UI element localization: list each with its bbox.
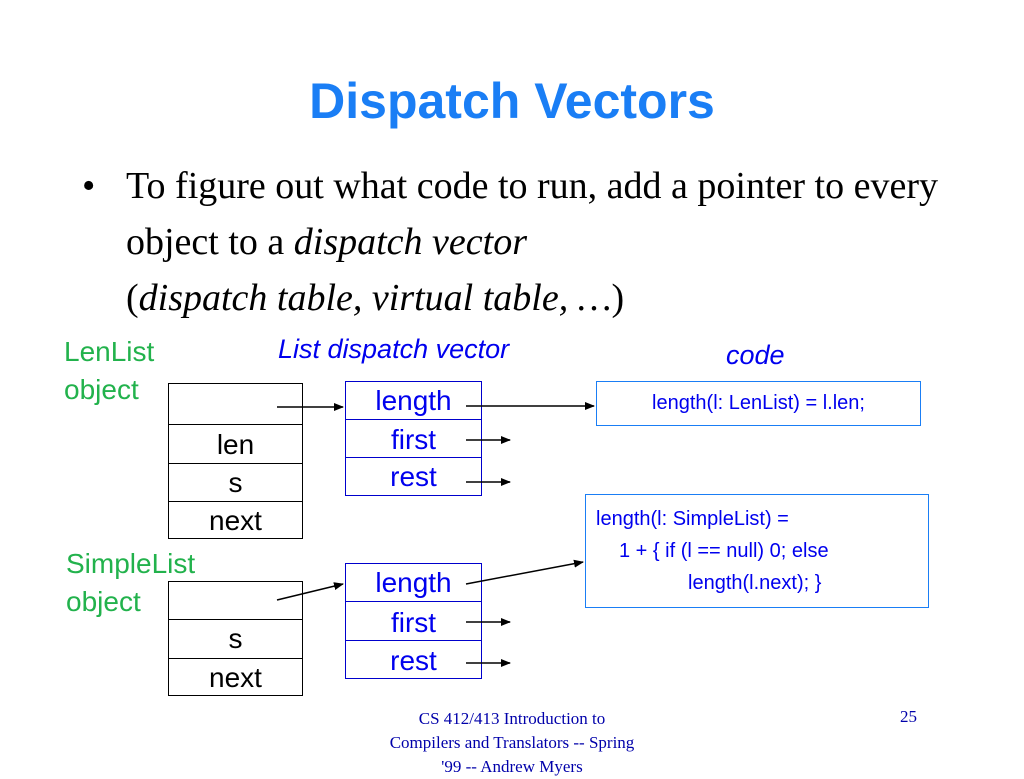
code-simplelist-line3: length(l.next); } (688, 572, 822, 594)
list-vector-entry-length: length (345, 381, 482, 420)
lenlist-field-len: len (168, 424, 303, 464)
lenlist-object-label: LenList object (64, 333, 154, 409)
lenlist-field-next: next (168, 501, 303, 539)
arrow-simplelist-to-vector (276, 582, 344, 601)
code-simplelist-line2: 1 + { if (l == null) 0; else (619, 540, 829, 562)
simplelist-object-label: SimpleList object (66, 545, 195, 621)
slide-title: Dispatch Vectors (309, 73, 715, 129)
simplelist-field-next: next (168, 658, 303, 696)
bullet-text-part3: ) (611, 277, 625, 319)
footer-line3: '99 -- Andrew Myers (441, 757, 583, 776)
simplelist-label-line2: object (66, 586, 141, 617)
list-dispatch-vector-label: List dispatch vector (278, 334, 510, 364)
slide-footer: CS 412/413 Introduction to Compilers and… (362, 707, 662, 779)
bullet-text-italic1: dispatch vector (293, 221, 527, 263)
simple-vector-entry-rest: rest (345, 640, 482, 679)
code-simplelist-line1: length(l: SimpleList) = (596, 508, 789, 530)
list-vector-entry-rest: rest (345, 457, 482, 496)
code-label: code (726, 340, 785, 370)
lenlist-label-line2: object (64, 374, 139, 405)
footer-line1: CS 412/413 Introduction to (418, 709, 606, 728)
bullet-marker: • (82, 165, 96, 207)
footer-line2: Compilers and Translators -- Spring (389, 733, 635, 752)
simplelist-label-line1: SimpleList (66, 548, 196, 579)
lenlist-field-s: s (168, 463, 303, 502)
arrow-simple-length-to-code (465, 559, 584, 585)
simple-vector-entry-length: length (345, 563, 482, 602)
page-number: 25 (900, 707, 917, 726)
bullet-text-part1: To figure out what code to run, add a po… (126, 165, 938, 263)
bullet-text-part2: ( (126, 277, 139, 319)
bullet-text-italic2: dispatch table, virtual table, … (138, 277, 612, 319)
code-box-simplelist: length(l: SimpleList) = 1 + { if (l == n… (585, 494, 929, 608)
bullet-text: To figure out what code to run, add a po… (126, 158, 966, 326)
lenlist-label-line1: LenList (64, 336, 155, 367)
lenlist-field-pointer (168, 383, 303, 425)
list-vector-entry-first: first (345, 419, 482, 458)
code-box-lenlist: length(l: LenList) = l.len; (596, 381, 921, 426)
